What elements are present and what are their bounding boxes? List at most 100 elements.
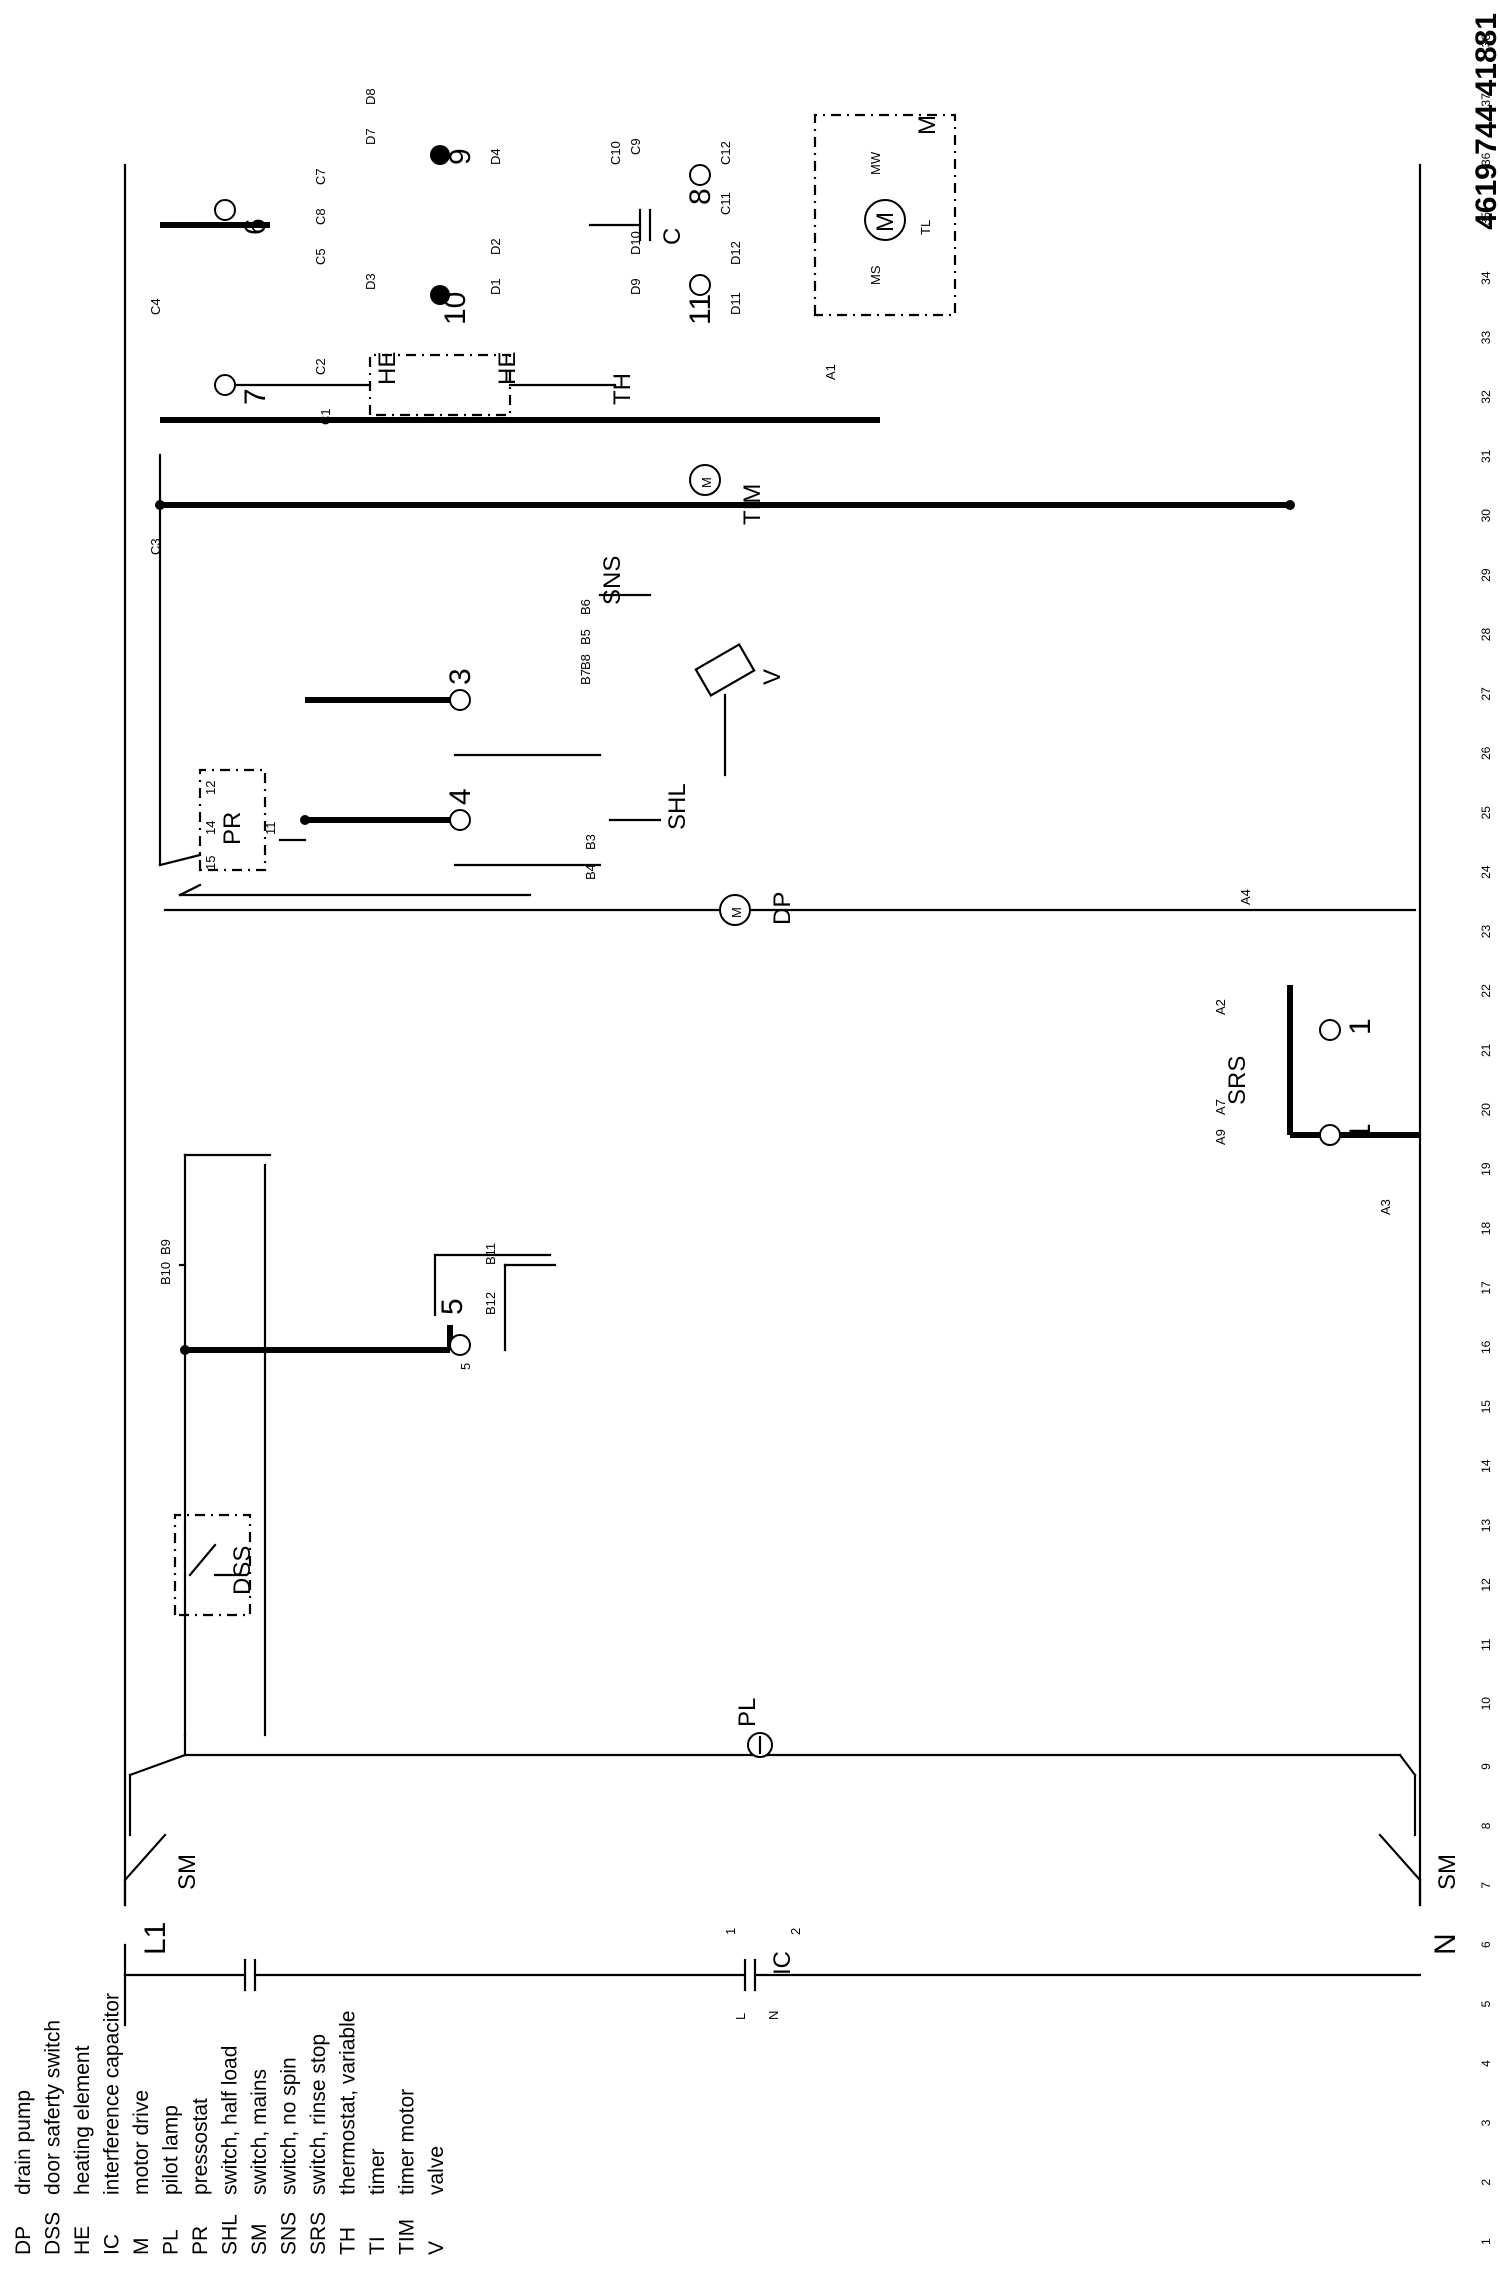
wire-a3: A3 — [1378, 1199, 1393, 1215]
switch-4-label: 4 — [444, 788, 477, 805]
legend-description: interference capacitor — [101, 1993, 124, 2195]
valve: V — [694, 643, 786, 777]
m-label: M — [914, 115, 941, 135]
neutral-label: N — [1429, 1933, 1462, 1955]
switch-5: 5 5 B11 B12 — [185, 1243, 557, 1370]
legend-code: SHL — [219, 2214, 242, 2255]
grid-number: 7 — [1479, 1882, 1493, 1889]
drive-motor: M M MW MS TL — [813, 113, 957, 317]
switch-half-load: SHL — [608, 783, 691, 830]
wire-b5: B5 — [578, 629, 593, 645]
grid-number: 3 — [1479, 2119, 1493, 2126]
grid-number: 19 — [1479, 1162, 1493, 1176]
line-label: L1 — [139, 1922, 172, 1955]
capacitor-label: C — [659, 228, 686, 245]
tl-label: TL — [918, 220, 933, 235]
switch-1a-label: 1 — [1344, 1018, 1377, 1035]
motor-symbol: M — [872, 212, 899, 232]
grid-number: 5 — [1479, 2000, 1493, 2007]
th-label: TH — [609, 373, 636, 405]
legend-description: thermostat, variable — [337, 2011, 360, 2195]
tim-motor-symbol: M — [699, 477, 714, 488]
wire-d11: D11 — [728, 292, 743, 315]
legend-code: TI — [366, 2236, 389, 2255]
switch-1-block: 1 1 SRS A7 A9 A2 A3 — [1213, 985, 1420, 1215]
switch-5-pin: 5 — [458, 1363, 473, 1370]
he-label: HE — [374, 352, 401, 385]
pr-pin-15: 15 — [203, 856, 218, 870]
grid-number: 6 — [1479, 1941, 1493, 1948]
switch-1b-label: 1 — [1344, 1123, 1377, 1140]
legend-code: PR — [189, 2226, 212, 2255]
legend-code: SM — [248, 2224, 271, 2256]
legend-description: drain pump — [12, 2090, 35, 2195]
dp-motor-symbol: M — [729, 907, 744, 918]
grid-number: 23 — [1479, 925, 1493, 939]
document-number: 4619 744 41881 — [1470, 13, 1500, 230]
grid-number: 21 — [1479, 1043, 1493, 1057]
wire-c3: C3 — [148, 538, 163, 555]
wire-a7: A7 — [1213, 1099, 1228, 1115]
he-label-2: HE — [494, 352, 521, 385]
grid-number: 28 — [1479, 628, 1493, 642]
grid-number: 13 — [1479, 1519, 1493, 1533]
wire-c12: C12 — [718, 141, 733, 165]
wire-c2: C2 — [313, 358, 328, 375]
legend-code: DSS — [42, 2212, 65, 2255]
sns-label: SNS — [599, 556, 626, 605]
ic-pin-n: N — [766, 2011, 781, 2020]
ic-pin-l: L — [733, 2013, 748, 2020]
wire-c7: C7 — [313, 168, 328, 185]
grid-number: 25 — [1479, 806, 1493, 820]
dp-label: DP — [769, 892, 796, 925]
wire-d4: D4 — [488, 148, 503, 165]
pr-pin-12: 12 — [203, 781, 218, 795]
heating-element: HE HE C2 — [233, 352, 521, 417]
drain-pump: M DP A4 — [163, 889, 1417, 926]
wire-b11: B11 — [483, 1243, 498, 1265]
legend-code: TIM — [396, 2219, 419, 2255]
grid-number: 38 — [1479, 34, 1493, 48]
legend-code: HE — [71, 2226, 94, 2255]
wire-d12: D12 — [728, 241, 743, 265]
dss-label: DSS — [229, 1546, 256, 1595]
legend-description: switch, no spin — [278, 2057, 301, 2195]
switch-10: 10 D3 D2 D1 — [363, 238, 503, 325]
mains-switch: SM SM — [123, 1753, 1461, 1907]
switch-6-label: 6 — [239, 218, 272, 235]
wire-a9: A9 — [1213, 1129, 1228, 1145]
pr-pin-14: 14 — [203, 821, 218, 835]
wire-c11: C11 — [718, 192, 733, 215]
valve-label: V — [759, 669, 786, 685]
grid-number: 33 — [1479, 331, 1493, 345]
wire-b6: B6 — [578, 599, 593, 615]
legend-code: V — [425, 2241, 448, 2255]
door-safety-switch: DSS — [173, 1153, 272, 1737]
grid-number: 14 — [1479, 1459, 1493, 1473]
ic-pin-1: 1 — [723, 1928, 738, 1935]
grid-number: 20 — [1479, 1103, 1493, 1117]
switch-7-label: 7 — [239, 388, 272, 405]
legend-code: SRS — [307, 2212, 330, 2255]
pressostat: PR 15 14 12 11 — [158, 453, 532, 897]
switch-5-label: 5 — [436, 1298, 469, 1315]
wire-c4: C4 — [148, 298, 163, 315]
wire-d8: D8 — [363, 88, 378, 105]
wire-b2: B4 — [583, 864, 598, 880]
wire-c8: C8 — [313, 208, 328, 225]
tim-label: TIM — [739, 484, 766, 525]
switch-4: 4 B3 B4 — [300, 788, 602, 880]
legend-code: M — [130, 2238, 153, 2256]
grid-number: 32 — [1479, 390, 1493, 404]
switch-10-label: 10 — [439, 292, 472, 325]
switch-7: 7 C1 C4 C3 — [148, 298, 880, 555]
wire-c5: C5 — [313, 248, 328, 265]
grid-number: 8 — [1479, 1822, 1493, 1829]
grid-number: 27 — [1479, 687, 1493, 701]
wire-b1: B3 — [583, 834, 598, 850]
legend-code: DP — [12, 2226, 35, 2255]
wire-b10: B10 — [158, 1262, 173, 1285]
switch-6: 6 C7 C8 C5 — [160, 168, 328, 265]
